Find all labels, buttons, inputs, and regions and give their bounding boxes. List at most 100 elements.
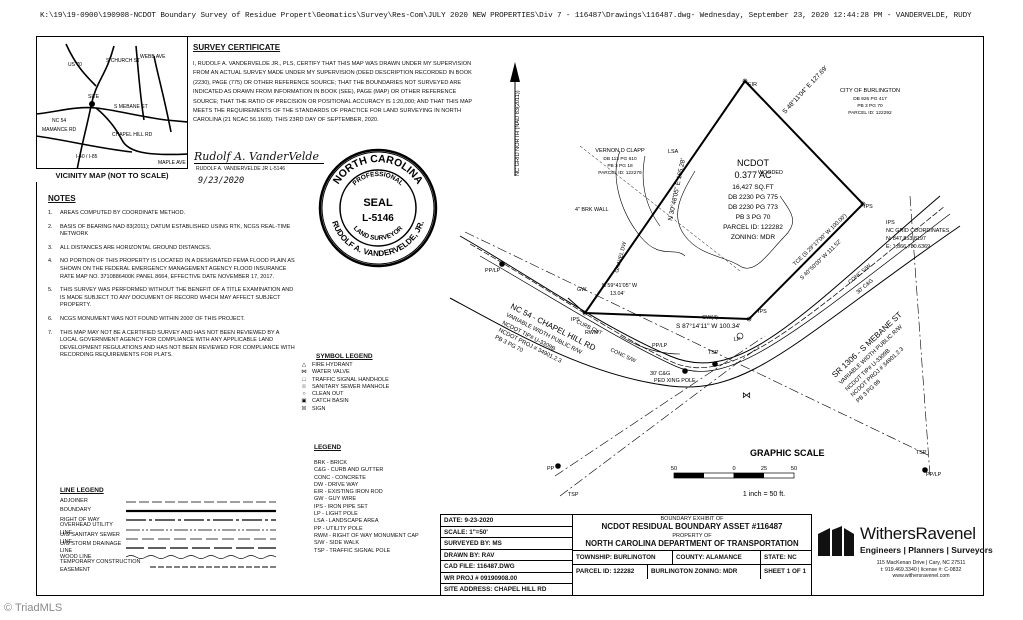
vicinity-map: SITE S MEBANE ST CHAPEL HILL RD I-40 / I… (36, 36, 188, 182)
vm-site-marker (89, 101, 95, 107)
svg-text:PARCEL ID: 122292: PARCEL ID: 122292 (848, 110, 892, 116)
bearing-ne: S 48°11'04" E 127.69' (781, 64, 830, 115)
svg-text:GRAPHIC SCALE: GRAPHIC SCALE (750, 448, 825, 458)
tb-wr-proj: WR PROJ # 09190908.00 (441, 573, 572, 584)
cg-label: 30' C&G (650, 371, 670, 377)
clean-out-icon: ○ (302, 391, 306, 398)
note-item: 6.NCGS MONUMENT WAS NOT FOUND WITHIN 200… (48, 315, 245, 322)
line-legend-row: ADJOINER (60, 497, 290, 506)
tb-date: DATE: 9-23-2020 (441, 515, 572, 527)
utility-line-1 (464, 231, 931, 457)
svg-text:VERNON D CLAPP: VERNON D CLAPP (595, 148, 645, 154)
tce-line-sample (150, 566, 276, 568)
svg-text:IPS: IPS (886, 220, 895, 226)
svg-text:25: 25 (761, 466, 767, 472)
storm-line-sample (126, 547, 276, 549)
vm-i40-label: I-40 / I-85 (76, 154, 98, 160)
utility-line-3 (559, 345, 761, 497)
vm-mebane-label: S MEBANE ST (114, 104, 148, 110)
gw4-label: GW(4) (702, 315, 718, 321)
note-item: 3.ALL DISTANCES ARE HORIZONTAL GROUND DI… (48, 244, 212, 251)
line-legend-row: TEMPORARY CONSTRUCTION EASEMENT (60, 559, 290, 573)
vm-mamance-label: MAMANCE RD (42, 127, 77, 133)
tb-zoning: BURLINGTON ZONING: MDR (648, 565, 761, 579)
wood-line-plan (677, 170, 793, 269)
svg-text:1 inch = 50 ft.: 1 inch = 50 ft. (743, 491, 785, 498)
pp-label: PP (547, 466, 555, 472)
eir-label: EIR (748, 82, 757, 88)
nc54-label: NC 54 - CHAPEL HILL RD VARIABLE WIDTH PU… (494, 302, 598, 365)
svg-text:NCDOT: NCDOT (737, 158, 769, 168)
seal-word: SEAL (363, 197, 393, 209)
svg-text:PB 3 PG 18: PB 3 PG 18 (607, 163, 633, 169)
svg-text:NC GRID COORDINATES: NC GRID COORDINATES (886, 228, 950, 234)
adjoiner-line-sample (126, 501, 276, 503)
svg-text:50: 50 (791, 466, 797, 472)
vm-church-label: S CHURCH ST (106, 58, 140, 64)
catch-basin-icon: ▣ (301, 398, 307, 405)
row-line-sample (126, 519, 276, 521)
tb-township: TOWNSHIP: BURLINGTON (573, 551, 673, 564)
rwm-label: RWM (585, 330, 599, 336)
parcel-boundary (567, 79, 865, 321)
tb-parcel: PARCEL ID: 122282 (573, 565, 648, 579)
tb-site: SITE ADDRESS: CHAPEL HILL RD (444, 586, 547, 593)
exhibit-title: NCDOT RESIDUAL BOUNDARY ASSET #116487 (601, 522, 783, 531)
lp-label: LP (734, 337, 741, 343)
seal-professional: PROFESSIONAL (352, 171, 405, 187)
svg-text:0: 0 (732, 466, 735, 472)
ips-label-east: IPS (864, 204, 873, 210)
line-legend-row: U/G SANITARY SEWER LINE (60, 532, 290, 545)
svg-text:PARCEL ID: 122282: PARCEL ID: 122282 (723, 224, 783, 231)
exhibit-caption: BOUNDARY EXHIBIT OF (660, 516, 724, 522)
surveyor-seal: NORTH CAROLINA RUDOLF A. VANDERVELDE, JR… (318, 148, 438, 268)
svg-text:PB 3 PG 70: PB 3 PG 70 (857, 103, 883, 109)
water-valve-marker: ⋈ (742, 390, 751, 400)
light-pole-marker (736, 332, 744, 340)
withersravenel-logo-icon (818, 526, 854, 556)
line-legend: LINE LEGEND ADJOINER BOUNDARY RIGHT OF W… (60, 487, 290, 573)
svg-text:16,427 SQ.FT: 16,427 SQ.FT (732, 184, 773, 191)
survey-plan: NC GRID NORTH (NAD 83(2011)) NCDOT 0.377… (449, 62, 961, 498)
line-legend-row: RIGHT OF WAY (60, 516, 290, 525)
pplp-label-east: PP/LP (926, 472, 942, 478)
line-legend-row: BOUNDARY (60, 506, 290, 515)
tb-state: STATE: NC (764, 554, 797, 561)
utility-line-4 (909, 195, 931, 477)
boundary-line-sample (126, 509, 276, 513)
sign-icon: ☒ (301, 405, 307, 412)
pplp-label-west: PP/LP (485, 268, 501, 274)
row-line-south (449, 225, 961, 388)
graphic-scale: GRAPHIC SCALE 50 0 25 50 1 inch = 50 ft. (671, 448, 825, 498)
vm-us70-label: US 70 (68, 62, 82, 68)
firm-tagline: Engineers | Planners | Surveyors (860, 545, 993, 555)
line-legend-title: LINE LEGEND (60, 487, 104, 494)
vicinity-map-drawing: SITE S MEBANE ST CHAPEL HILL RD I-40 / I… (36, 43, 187, 177)
tsp-label-east: TSP (916, 450, 927, 456)
tsp-label: TSP (708, 350, 719, 356)
property-caption: PROPERTY OF (672, 533, 712, 539)
note-item: 2.BASIS OF BEARING NAD 83(2011); DATUM E… (48, 223, 291, 238)
adjoiner-city: CITY OF BURLINGTON DB 926 PG 417 PB 3 PG… (840, 88, 900, 116)
vm-site-label: SITE (88, 94, 100, 100)
svg-text:PARCEL ID: 122279: PARCEL ID: 122279 (598, 170, 642, 176)
certificate-title: SURVEY CERTIFICATE (193, 43, 281, 52)
seal-number: L-5146 (362, 213, 394, 224)
eir-marker (742, 78, 748, 84)
grid-north-label: NC GRID NORTH (NAD 83(2011)) (515, 90, 521, 176)
seal-land-surveyor: LAND SURVEYOR (352, 225, 405, 242)
bearing-south: S 87°14'11" W 100.34' (676, 322, 740, 330)
owner-title: NORTH CAROLINA DEPARTMENT OF TRANSPORTAT… (573, 539, 811, 551)
firm-name: WithersRavenel (860, 524, 976, 543)
certificate-body: I, RUDOLF A. VANDERVELDE JR., PLS, CERTI… (193, 61, 473, 124)
abbreviation-legend-title: LEGEND (314, 444, 342, 451)
tb-surveyed: SURVEYED BY: MS (441, 538, 572, 550)
svg-text:DB 2230 PG 773: DB 2230 PG 773 (728, 204, 778, 211)
triadmls-watermark: © TriadMLS (4, 602, 63, 614)
line-legend-row: WOOD LINE (60, 553, 290, 562)
utility-line-2 (554, 335, 766, 477)
grid-north-arrow: NC GRID NORTH (NAD 83(2011)) (510, 62, 521, 176)
conc-sw-label: CONC S/W (609, 347, 637, 364)
ips-marker-west (582, 310, 588, 316)
curb-line (469, 205, 946, 369)
